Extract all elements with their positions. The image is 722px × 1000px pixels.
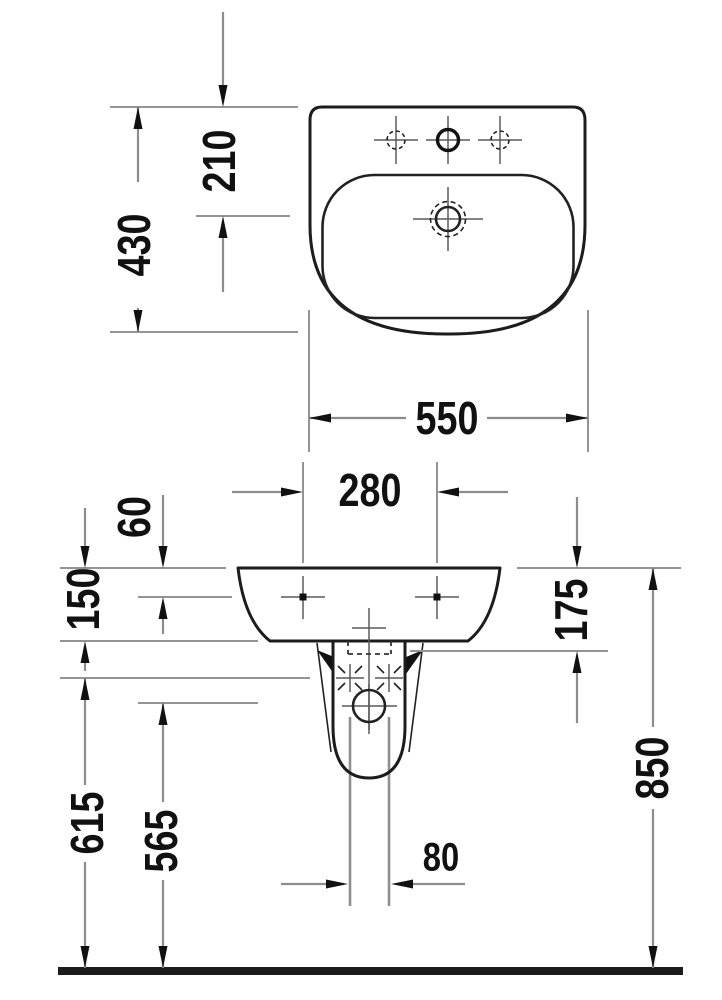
bracket-right-icon <box>406 650 423 674</box>
dim-label-565: 565 <box>135 810 186 873</box>
drain-icon <box>413 187 483 251</box>
dim-drain-210: 210 <box>193 12 290 292</box>
siphon-cover-outline <box>331 641 407 780</box>
dim-pedestal-615: 615 <box>61 678 113 968</box>
dim-outlet-height-565: 565 <box>135 703 187 968</box>
hidden-outlet-box <box>347 641 392 655</box>
taphole-center-icon <box>426 116 470 164</box>
dim-label-430: 430 <box>108 214 159 277</box>
dim-label-850: 850 <box>626 737 677 800</box>
dim-label-550: 550 <box>416 392 479 443</box>
pedestal-fixing-right-icon <box>375 664 403 692</box>
plan-basin-rim <box>321 173 575 320</box>
dim-label-80: 80 <box>423 835 459 880</box>
dim-pipes-80: 80 <box>281 835 465 889</box>
fixing-hole-left-icon <box>281 576 325 619</box>
dim-label-175: 175 <box>545 579 596 642</box>
waste-outlet-icon <box>342 684 397 730</box>
dim-outlet-175: 175 <box>545 497 597 723</box>
dim-width-550: 550 <box>308 310 589 452</box>
taphole-left-icon <box>374 116 418 164</box>
dim-label-210: 210 <box>193 130 244 193</box>
dim-label-60: 60 <box>108 496 159 538</box>
dim-depth-430: 430 <box>108 106 298 333</box>
dim-spacing-280: 280 <box>232 462 508 563</box>
floor-line <box>58 967 683 975</box>
dim-body-150: 150 <box>57 508 109 671</box>
dim-label-150: 150 <box>57 568 108 631</box>
taphole-right-icon <box>478 116 522 164</box>
plan-view <box>308 105 587 336</box>
front-view <box>58 566 683 975</box>
dim-label-280: 280 <box>339 464 402 515</box>
dim-label-615: 615 <box>61 792 112 855</box>
fixing-hole-right-icon <box>415 576 459 619</box>
dim-rim-height-850: 850 <box>626 568 678 968</box>
pedestal-fixing-left-icon <box>336 664 364 692</box>
dim-rim-60: 60 <box>108 495 168 634</box>
bracket-left-icon <box>317 650 334 674</box>
